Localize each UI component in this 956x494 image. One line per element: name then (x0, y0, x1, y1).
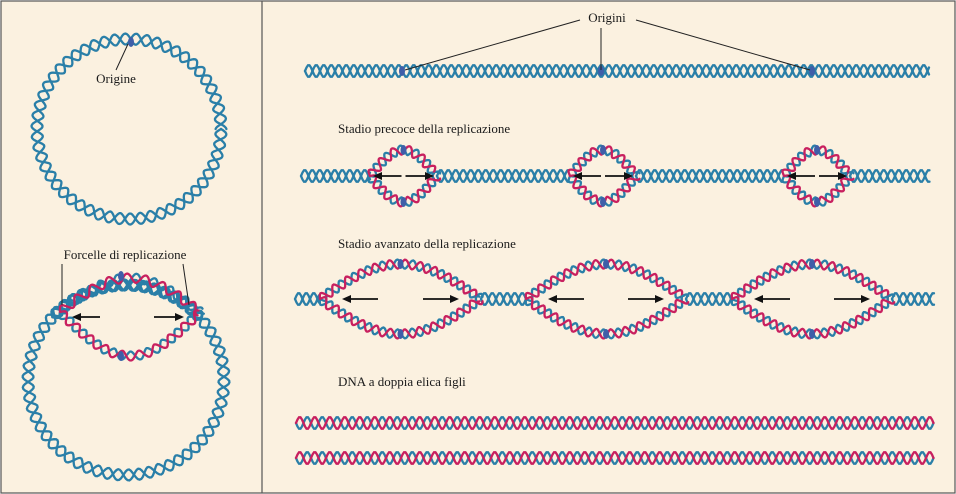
strand (435, 169, 571, 183)
replication-bubble-early-3 (781, 144, 855, 208)
strand (294, 451, 935, 465)
segment (435, 169, 571, 183)
strand (299, 169, 372, 183)
origin-dot (397, 259, 404, 269)
replicated-arm-upper (58, 272, 204, 317)
strand (293, 292, 321, 306)
origin-dot (128, 37, 134, 47)
fork-arrow-right (154, 313, 184, 321)
fork-arrow (605, 172, 633, 180)
replication-bubble-late-1 (318, 258, 484, 340)
origin-dot (814, 197, 820, 207)
origin-dot (809, 259, 815, 269)
replication-forks-label: Forcelle di replicazione (64, 247, 187, 262)
strand (684, 292, 733, 306)
strand (58, 310, 203, 361)
strand (848, 169, 931, 183)
replication-bubble-early-2 (567, 144, 641, 208)
strand (293, 292, 321, 306)
strand (21, 278, 231, 482)
strand (479, 292, 528, 306)
strand (58, 309, 200, 362)
daughter-dna-label: DNA a doppia elica figli (338, 374, 466, 389)
origin-dot (400, 197, 407, 207)
strand (890, 292, 936, 306)
strand (634, 169, 785, 183)
origin-dot (814, 145, 820, 155)
fork-arrow (573, 172, 601, 180)
fork-arrow (342, 295, 378, 303)
segment (293, 292, 321, 306)
strand (294, 416, 935, 430)
leader-line (182, 263, 190, 306)
segment (299, 169, 372, 183)
circular-dna-replicating (21, 271, 231, 482)
origin-dot (600, 145, 606, 155)
fork-arrow (548, 295, 584, 303)
origin-dot-3 (809, 66, 815, 76)
fork-arrow (787, 172, 815, 180)
segment (890, 292, 936, 306)
origin-label: Origine (96, 71, 136, 86)
daughter-duplex-1 (294, 416, 935, 430)
strand (634, 169, 785, 183)
daughter-dna-duplexes (294, 416, 935, 465)
replicated-arm-lower (58, 309, 203, 362)
origin-dot (603, 259, 609, 269)
origin-dot-1 (399, 66, 405, 76)
fork-arrow (628, 295, 664, 303)
fork-arrow (373, 172, 402, 180)
early-stage-label: Stadio precoce della replicazione (338, 121, 510, 136)
leader-line (635, 19, 811, 71)
segment (634, 169, 785, 183)
strand (299, 169, 372, 183)
strand (30, 32, 228, 226)
circular-dna-unreplicated (30, 32, 228, 226)
segment (479, 292, 528, 306)
origin-dot (400, 145, 407, 155)
origin-dot (600, 197, 606, 207)
strand (303, 64, 931, 78)
daughter-duplex-2 (294, 451, 935, 465)
fork-arrow (819, 172, 847, 180)
fork-arrow-left (72, 313, 100, 321)
fork-arrow (754, 295, 790, 303)
fork-arrow (423, 295, 459, 303)
circular-helix (30, 32, 228, 226)
strand (848, 169, 931, 183)
origin-dot (603, 329, 609, 339)
replication-bubble-late-2 (524, 258, 690, 340)
linear-dna-early-replication (299, 144, 931, 208)
origin-dot-lower (118, 351, 124, 361)
strand (294, 451, 935, 465)
fork-arrow (834, 295, 870, 303)
linear-dna-late-replication (293, 258, 936, 340)
strand (294, 416, 935, 430)
fork-arrow (405, 172, 434, 180)
label-leader-lines (61, 19, 811, 306)
segment (848, 169, 931, 183)
replication-bubble-early-1 (367, 144, 442, 208)
strand (58, 272, 199, 317)
late-stage-label: Stadio avanzato della replicazione (338, 236, 516, 251)
replication-bubble-late-3 (730, 258, 896, 340)
origin-dot-upper (118, 271, 124, 281)
origin-dot (397, 329, 404, 339)
segment (684, 292, 733, 306)
origin-dot (809, 329, 815, 339)
origin-dot-2 (598, 66, 604, 76)
strand (58, 272, 204, 315)
leader-line (115, 43, 129, 71)
origins-label: Origini (588, 10, 626, 25)
leader-line (404, 19, 581, 71)
